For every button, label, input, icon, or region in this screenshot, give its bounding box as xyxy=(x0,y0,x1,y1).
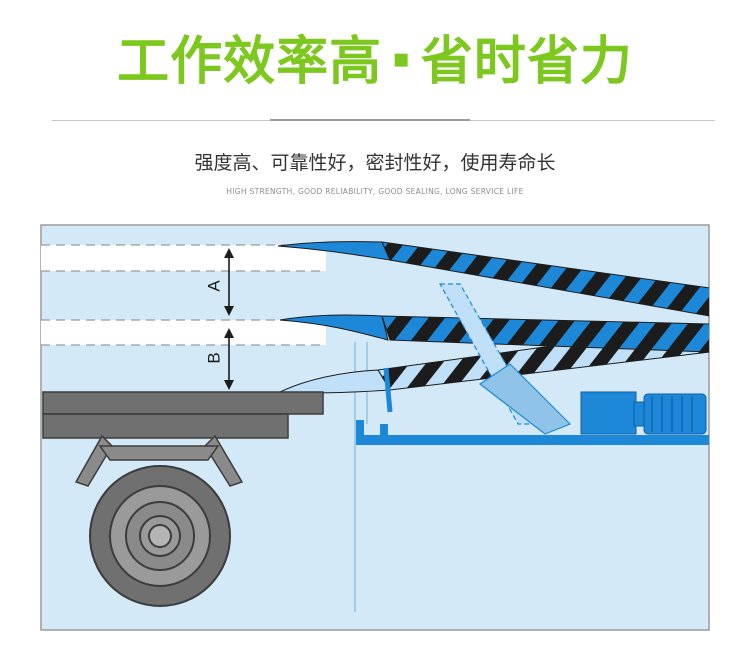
title-separator: ▪ xyxy=(392,44,411,74)
dock-leveler-diagram: A B xyxy=(40,224,710,634)
subtitle-english: HIGH STRENGTH, GOOD RELIABILITY, GOOD SE… xyxy=(226,187,524,196)
title-right: 省时省力 xyxy=(420,32,633,92)
dimension-a-label: A xyxy=(204,280,223,292)
subtitle: 强度高、可靠性好，密封性好，使用寿命长 xyxy=(194,152,556,174)
dimension-b-arrow xyxy=(224,328,234,390)
divider-accent xyxy=(270,119,470,121)
height-band-top xyxy=(41,245,326,271)
height-band-middle xyxy=(41,320,326,345)
electric-motor xyxy=(643,393,707,435)
dimension-a-arrow xyxy=(224,248,234,316)
title-left: 工作效率高 xyxy=(117,32,383,92)
page-title: 工作效率高 ▪ 省时省力 xyxy=(0,26,750,101)
dimension-b-label: B xyxy=(204,352,223,363)
hydraulic-pump xyxy=(580,391,637,435)
dock-floor xyxy=(356,435,709,445)
truck-bed xyxy=(42,391,324,415)
truck-wheel xyxy=(89,465,231,607)
